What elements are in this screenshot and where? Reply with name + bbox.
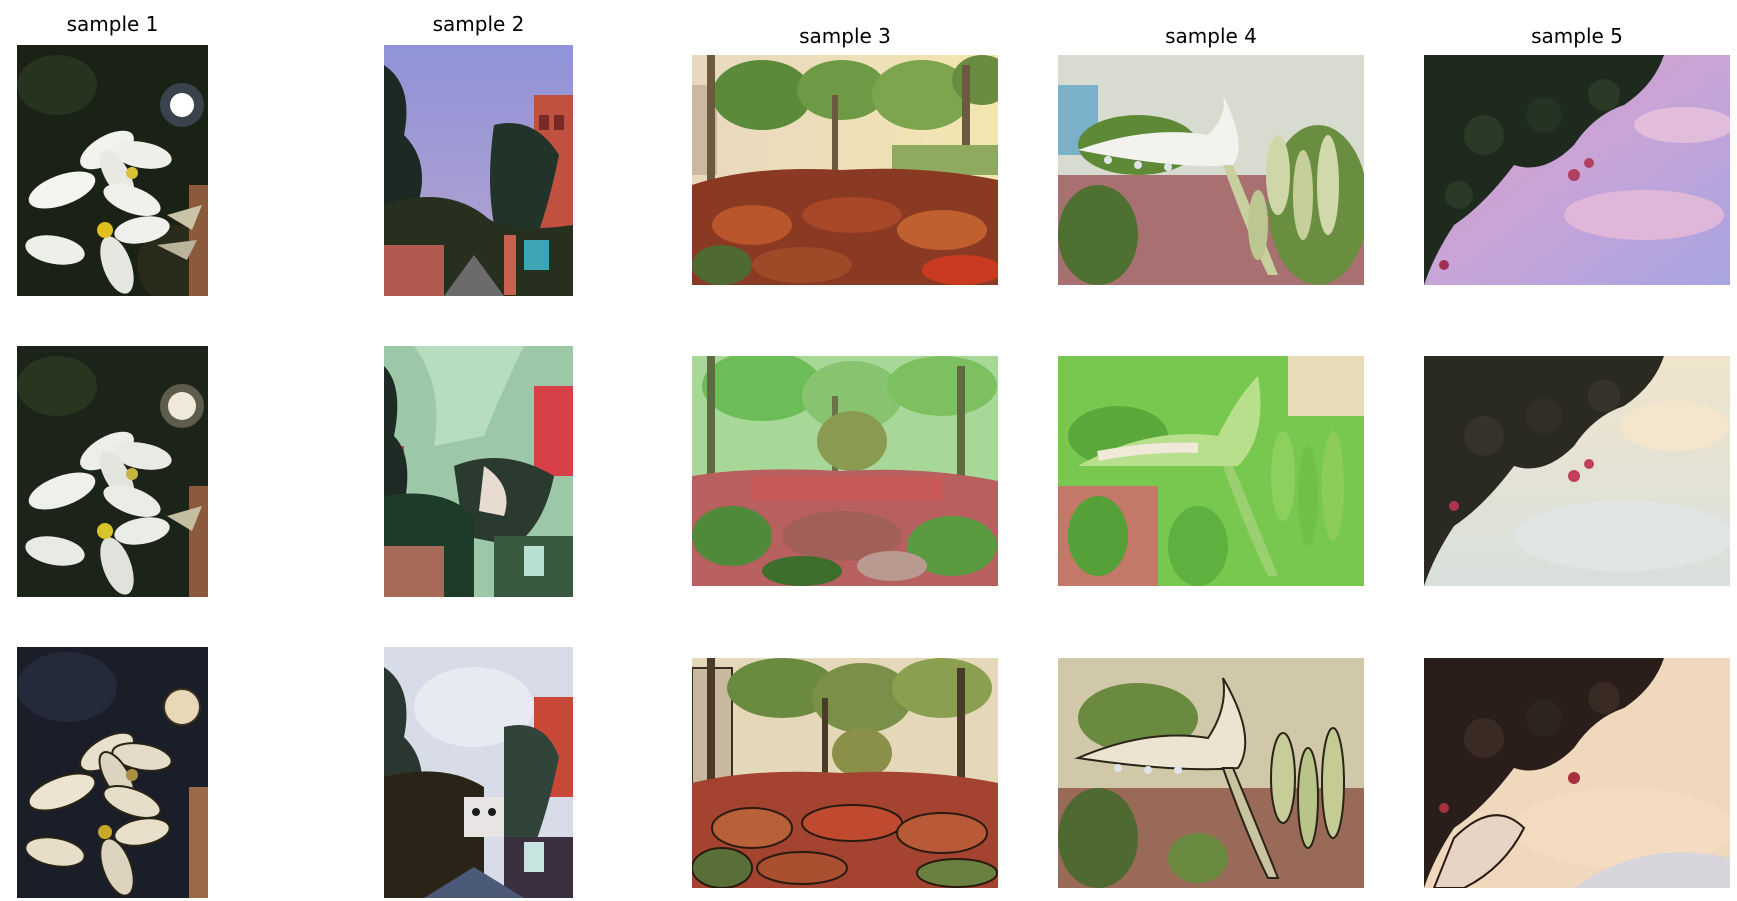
image-sample-5-row-2 [1424,356,1730,586]
column-title-sample-2: sample 2 [432,12,525,36]
image-sample-5-row-3 [1424,658,1730,888]
column-title-sample-4: sample 4 [1165,24,1257,48]
image-sample-1-row-1 [17,45,208,296]
image-sample-3-row-1 [692,55,998,285]
image-sample-1-row-2 [17,346,208,597]
image-sample-3-row-3 [692,658,998,888]
image-sample-5-row-1 [1424,55,1730,285]
image-sample-2-row-2 [384,346,573,597]
image-sample-1-row-3 [17,647,208,898]
image-sample-3-row-2 [692,356,998,586]
image-sample-4-row-3 [1058,658,1364,888]
image-sample-4-row-2 [1058,356,1364,586]
column-title-sample-1: sample 1 [66,12,159,36]
column-title-sample-5: sample 5 [1531,24,1623,48]
column-title-sample-3: sample 3 [799,24,891,48]
image-sample-2-row-3 [384,647,573,898]
image-sample-4-row-1 [1058,55,1364,285]
image-sample-2-row-1 [384,45,573,296]
